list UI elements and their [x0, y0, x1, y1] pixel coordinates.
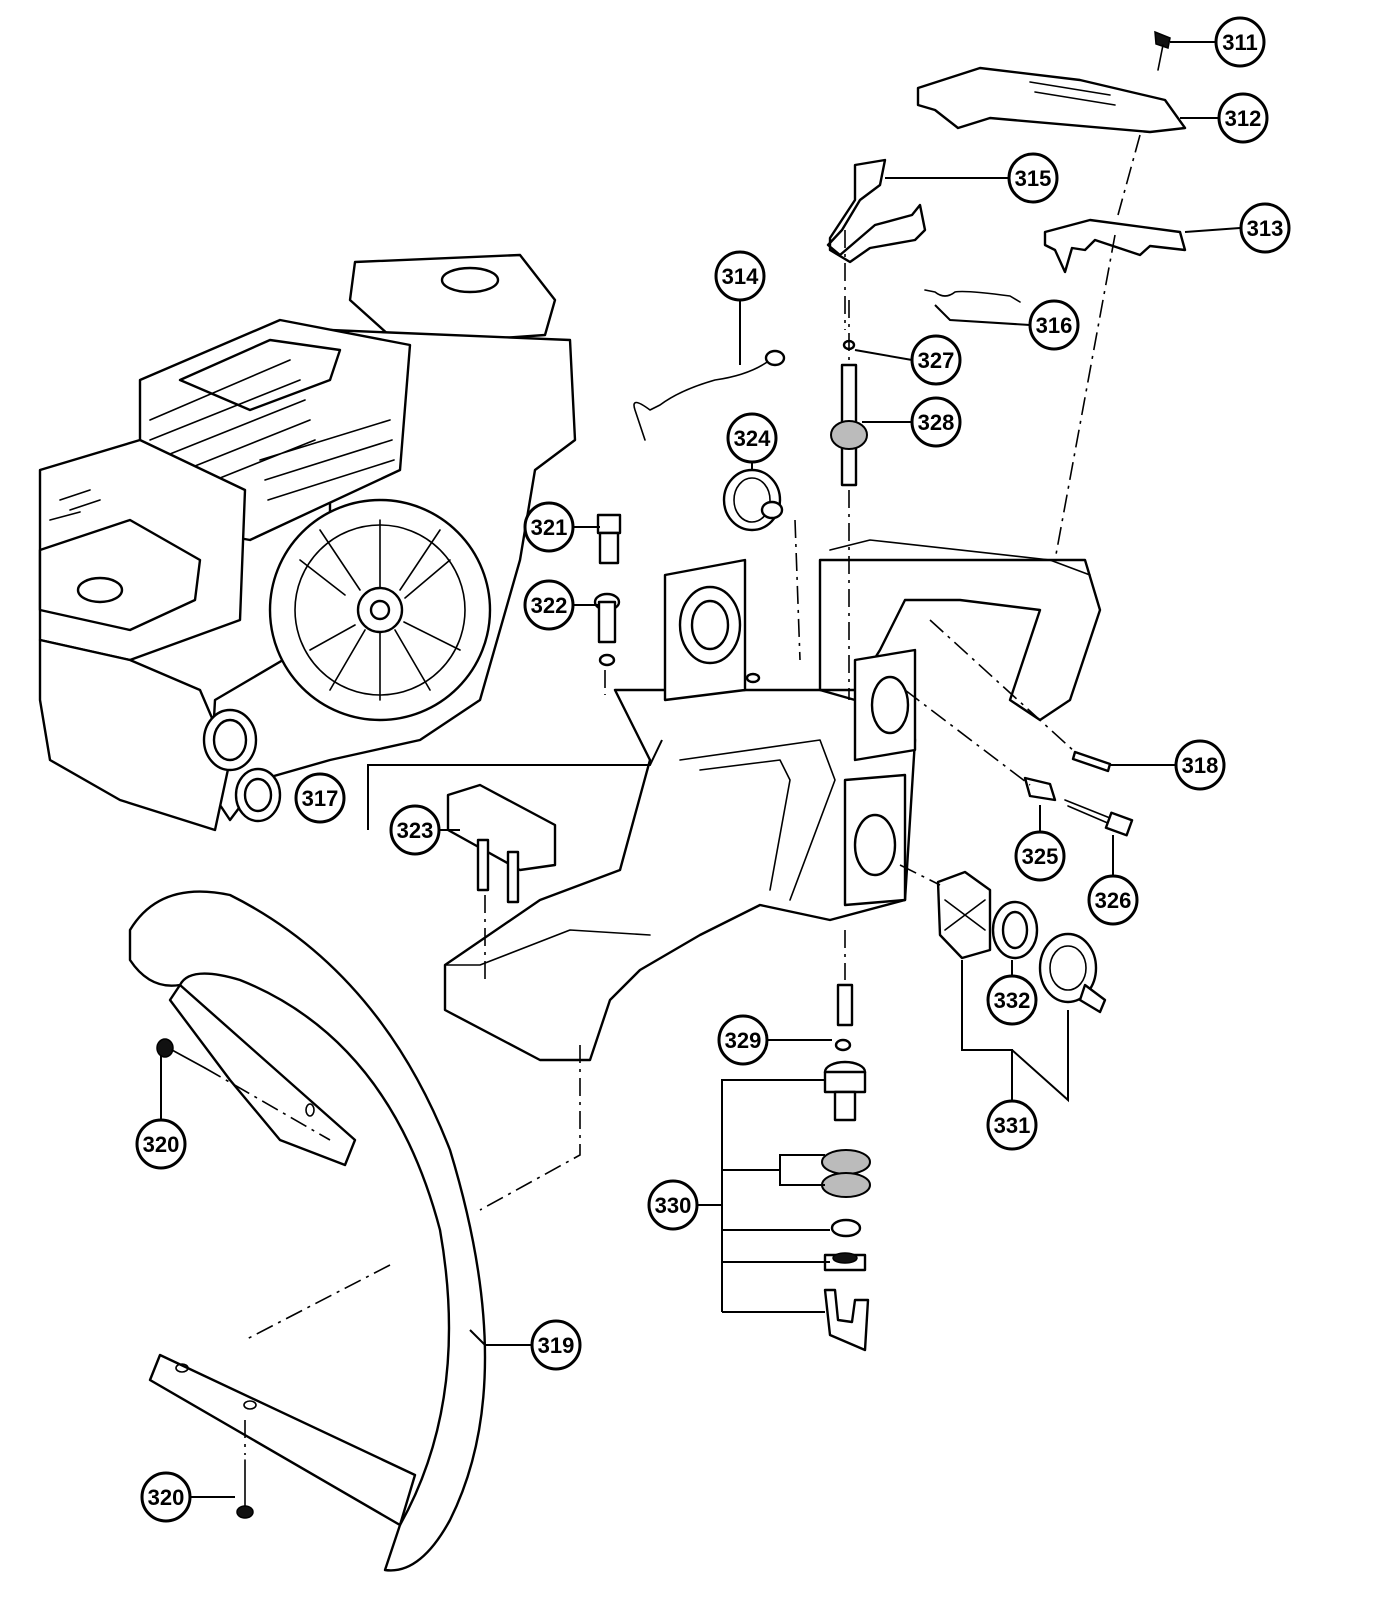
screw-320-upper: [156, 1038, 206, 1069]
callout-label: 313: [1247, 216, 1284, 241]
callout-label: 329: [725, 1028, 762, 1053]
callout-314: 314: [714, 250, 766, 302]
pin-329: [834, 983, 854, 1052]
callout-324: 324: [726, 412, 778, 464]
throttle-trigger-315: [826, 158, 927, 264]
callout-311: 311: [1214, 16, 1266, 68]
callout-label: 311: [1222, 30, 1258, 55]
callout-320-upper: 320: [135, 1118, 187, 1170]
callout-332: 332: [986, 974, 1038, 1026]
callout-328: 328: [910, 396, 962, 448]
callout-label: 322: [531, 593, 568, 618]
callout-label: 316: [1036, 313, 1073, 338]
leader-lines: [160, 41, 1241, 1498]
mount-330: [821, 1060, 871, 1352]
callout-322: 322: [523, 579, 575, 631]
callout-label: 315: [1015, 166, 1052, 191]
bolt-326: [1064, 799, 1134, 837]
callout-321: 321: [523, 501, 575, 553]
callout-313: 313: [1239, 202, 1291, 254]
wire-314: [633, 359, 771, 441]
callout-326: 326: [1087, 874, 1139, 926]
screw-311: [1154, 30, 1171, 71]
callout-label: 332: [994, 988, 1031, 1013]
callout-label: 323: [397, 818, 434, 843]
callout-316: 316: [1028, 299, 1080, 351]
callout-327: 327: [910, 334, 962, 386]
callout-315: 315: [1007, 152, 1059, 204]
callout-label: 317: [302, 786, 339, 811]
spring-316: [924, 289, 1021, 303]
callout-319: 319: [530, 1319, 582, 1371]
callout-312: 312: [1217, 92, 1269, 144]
callout-label: 318: [1182, 753, 1219, 778]
screw-320-lower: [236, 1459, 254, 1519]
callout-label: 327: [918, 348, 955, 373]
callout-331: 331: [986, 1099, 1038, 1151]
button-323: [446, 783, 557, 904]
rear-handle-tank-317: [443, 539, 1102, 1062]
callout-329: 329: [717, 1014, 769, 1066]
callout-330: 330: [647, 1179, 699, 1231]
pin-318: [1071, 750, 1112, 773]
callout-label: 320: [148, 1485, 185, 1510]
front-handle-319: [128, 890, 487, 1572]
callout-317: 317: [294, 772, 346, 824]
fitting-322: [593, 592, 621, 667]
callout-label: 321: [531, 515, 568, 540]
callout-318: 318: [1174, 739, 1226, 791]
callout-label: 312: [1225, 106, 1262, 131]
callout-label: 325: [1022, 844, 1059, 869]
top-cover-312: [916, 66, 1187, 134]
engine-assembly: [38, 253, 577, 832]
callout-label: 331: [994, 1113, 1031, 1138]
callout-label: 326: [1095, 888, 1132, 913]
callout-323: 323: [389, 804, 441, 856]
grommet-324: [722, 468, 784, 532]
callout-label: 324: [734, 426, 771, 451]
callout-label: 328: [918, 410, 955, 435]
callout-label: 319: [538, 1333, 575, 1358]
callout-label: 330: [655, 1193, 692, 1218]
callout-325: 325: [1014, 830, 1066, 882]
sleeve-325: [1023, 776, 1057, 802]
pin-328: [830, 339, 868, 487]
callout-label: 320: [143, 1132, 180, 1157]
filter-331: [936, 870, 1107, 1014]
bracket-313: [1043, 218, 1187, 274]
callout-label: 314: [722, 264, 759, 289]
cap-321: [596, 513, 622, 565]
callout-320-lower: 320: [140, 1471, 192, 1523]
